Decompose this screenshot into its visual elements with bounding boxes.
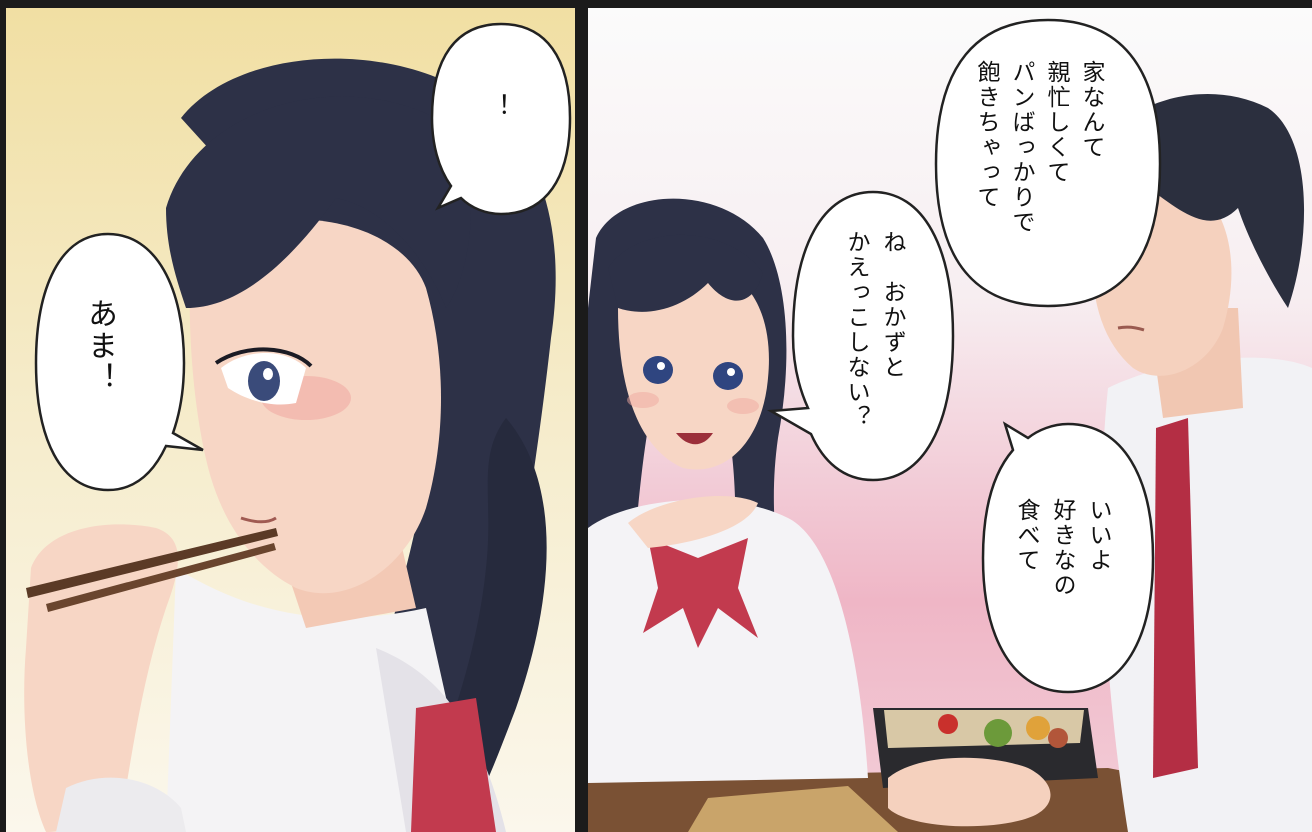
left-panel: ！ あま！ [6,8,575,832]
speech-bubble-ama [34,232,204,492]
speech-text-exclaim: ！ [481,93,511,121]
right-panel: 家なんて 親忙しくて パンばっかりで 飽きちゃって ね おかずと かえっこしない… [588,8,1312,832]
speech-bubble-bread [934,18,1162,308]
speech-bubble-exclaim [430,22,572,216]
speech-bubble-ok [981,421,1155,694]
speech-bubble-swap [766,190,955,482]
speech-text-bread: 家なんて 親忙しくて パンばっかりで 飽きちゃって [973,60,1104,235]
speech-text-ok: いいよ 好きなの 食べて [1013,498,1111,598]
speech-text-swap: ね おかずと かえっこしない？ [843,230,905,430]
lunch-scene-illustration [588,94,1312,832]
speech-text-ama: あま！ [82,298,117,394]
girl-eating-illustration [24,58,556,832]
